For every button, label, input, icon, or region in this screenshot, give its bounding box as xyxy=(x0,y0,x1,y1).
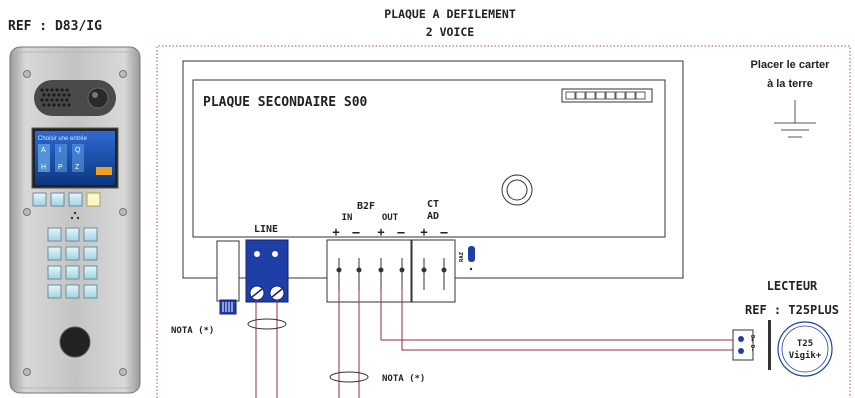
screw-icon xyxy=(23,70,31,78)
secondary-plate-label: PLAQUE SECONDAIRE S00 xyxy=(203,95,368,110)
camera-lens-icon xyxy=(87,87,109,109)
b2f-out-minus: – xyxy=(397,225,405,239)
screen-letter-a: A xyxy=(41,147,46,154)
reader-wire-d-plus xyxy=(380,290,738,341)
title-line-2: 2 VOICE xyxy=(426,25,475,39)
ctad-minus: – xyxy=(440,225,448,239)
round-component-inner xyxy=(506,179,528,201)
cable-ferrite-icon xyxy=(329,371,369,383)
wires xyxy=(255,290,738,398)
aux-connector-plug xyxy=(219,299,237,315)
cable-ferrite-icon xyxy=(247,318,287,330)
nav-button xyxy=(68,192,83,207)
ctad-terminal-pins xyxy=(421,258,447,290)
ctad-terminal-block xyxy=(411,239,456,303)
earth-note-line2: à la terre xyxy=(767,78,813,90)
round-component-outer xyxy=(501,174,533,206)
reader-wire-d-minus xyxy=(401,290,738,351)
nota-label-2: NOTA (*) xyxy=(382,374,425,384)
earth-note-line1: Placer le carter xyxy=(751,59,831,71)
display-connector xyxy=(561,88,653,103)
ad-label: AD xyxy=(427,211,439,222)
screen-letter-q: Q xyxy=(75,147,81,154)
ref-left-label: REF : D83/IG xyxy=(8,19,102,34)
screen-key-1 xyxy=(38,144,50,172)
screen-letter-h: H xyxy=(41,164,46,171)
aux-connector-plug-ribs xyxy=(222,302,233,312)
screw-icon xyxy=(119,208,127,216)
ct-label: CT xyxy=(427,199,439,210)
ground-symbol-icon xyxy=(774,100,816,138)
reader-ref: REF : T25PLUS xyxy=(745,303,839,317)
reader-mount-bar xyxy=(768,320,771,370)
door-plate-illustration: Choisir une entrée A I Q H P Z xyxy=(9,46,141,394)
reader-badge-line2: Vigik+ xyxy=(789,350,822,361)
screw-icon xyxy=(23,368,31,376)
screen-letter-p: P xyxy=(58,164,63,171)
b2f-in-minus: – xyxy=(352,225,360,239)
display-connector-pins xyxy=(565,91,646,100)
reader-pin-d-plus xyxy=(738,336,744,342)
nav-button xyxy=(50,192,65,207)
reader-pin-d-minus xyxy=(738,348,744,354)
raz-dot xyxy=(469,267,473,271)
secondary-plate-inner-panel xyxy=(192,79,666,238)
nota-label-1: NOTA (*) xyxy=(171,326,214,336)
line-terminal-screw-icon xyxy=(249,285,265,301)
b2f-out-label: OUT xyxy=(382,213,399,223)
b2f-out-plus: + xyxy=(377,225,384,239)
reader-title: LECTEUR xyxy=(767,279,818,293)
raz-jumper-icon xyxy=(468,246,475,262)
reader-badge-outer xyxy=(777,321,833,377)
reader-badge-line1: T25 xyxy=(797,339,813,349)
screw-icon xyxy=(119,70,127,78)
reader-pins-label: D+ D- xyxy=(749,335,755,352)
reader-connector xyxy=(732,329,754,361)
camera-glint-icon xyxy=(92,92,98,98)
speaker-grille-icon xyxy=(40,88,71,107)
nav-button xyxy=(32,192,47,207)
door-plate-inner xyxy=(14,51,136,389)
screen-key-2 xyxy=(55,144,67,172)
title-line-1: PLAQUE A DEFILEMENT xyxy=(384,7,516,21)
line-terminal-label: LINE xyxy=(254,224,278,235)
b2f-terminal-pins xyxy=(336,258,405,290)
ctad-plus: + xyxy=(420,225,427,239)
screen-ok-badge xyxy=(96,167,112,175)
line-terminal-screw-icon xyxy=(269,285,285,301)
screw-icon xyxy=(23,208,31,216)
microphone-icon xyxy=(70,211,80,220)
enclosure-dashed-border xyxy=(156,45,851,398)
nav-button-ok xyxy=(86,192,101,207)
b2f-in-plus: + xyxy=(332,225,339,239)
line-terminal-led-2 xyxy=(272,251,278,257)
aux-connector xyxy=(216,240,240,302)
b2f-label: B2F xyxy=(357,201,375,212)
screen-caption: Choisir une entrée xyxy=(38,136,88,142)
screen-key-3 xyxy=(72,144,84,172)
line-terminal-led-1 xyxy=(254,251,260,257)
reader-badge-inner xyxy=(781,325,829,373)
keypad xyxy=(47,227,98,299)
screw-icon xyxy=(119,368,127,376)
b2f-in-label: IN xyxy=(342,213,353,223)
screen-letter-i: I xyxy=(59,147,61,154)
raz-label: RAZ xyxy=(459,251,465,262)
badge-reader-icon xyxy=(59,326,91,358)
screen-letter-z: Z xyxy=(75,164,80,171)
